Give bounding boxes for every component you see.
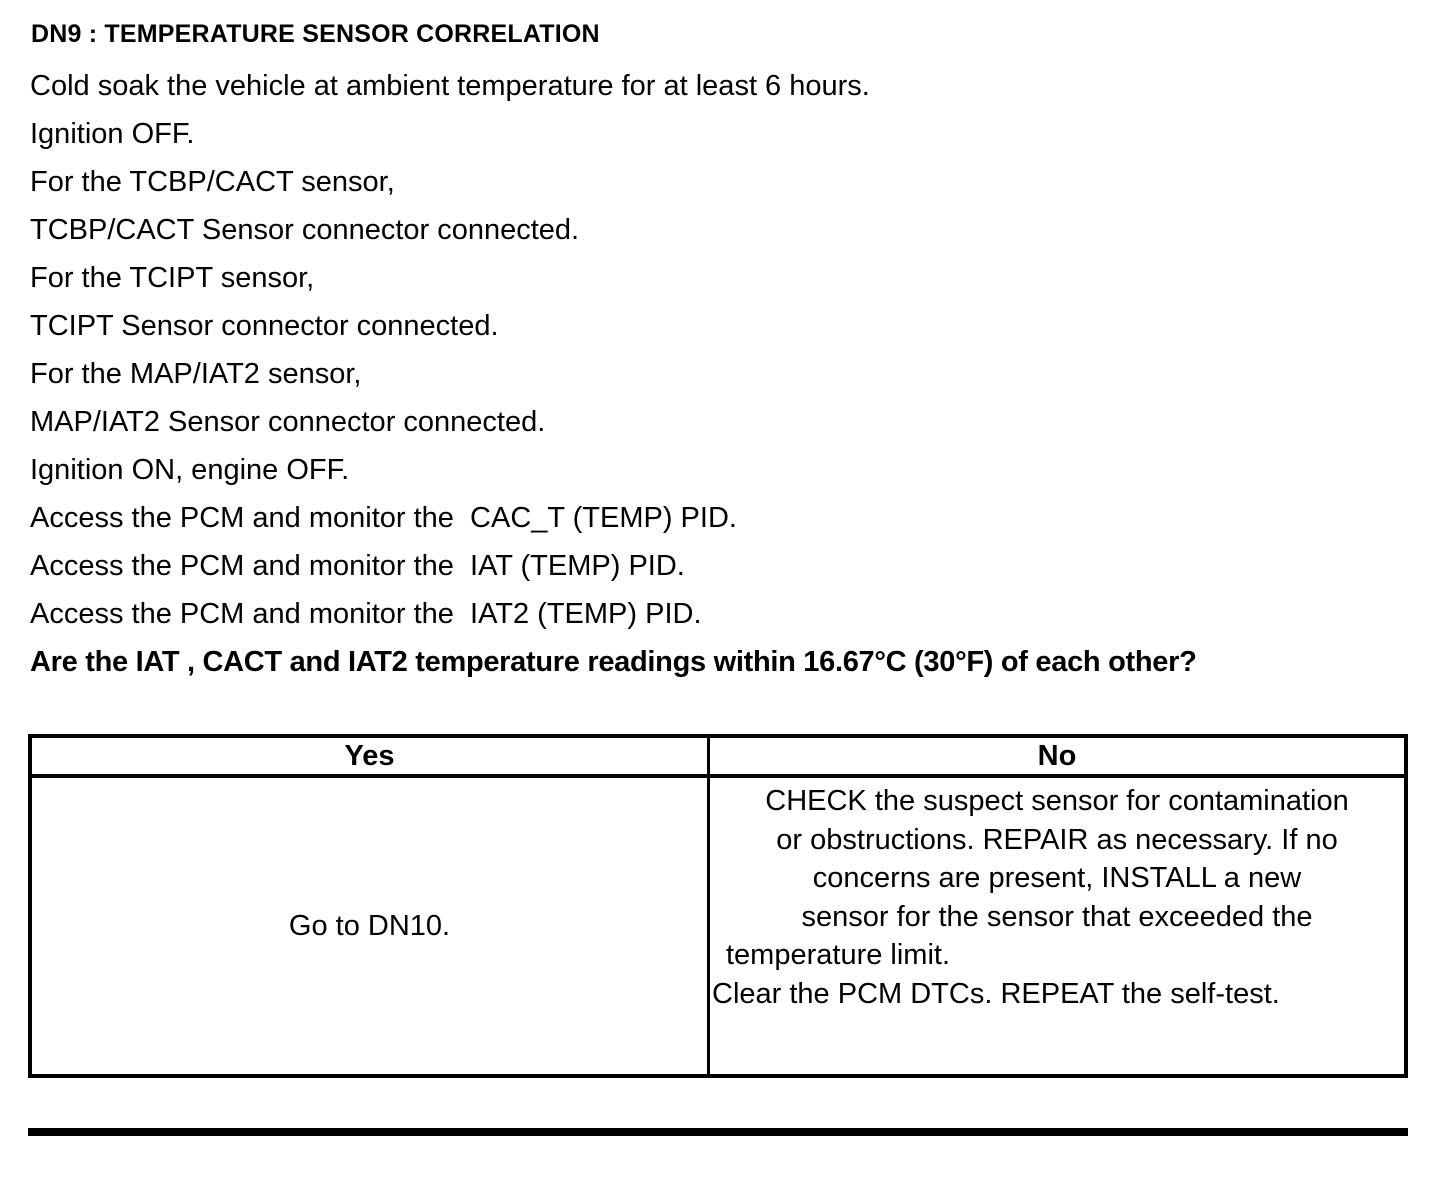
- instruction-line: For the TCIPT sensor,: [30, 262, 315, 294]
- horizontal-divider: [28, 1128, 1408, 1136]
- instruction-line: TCIPT Sensor connector connected.: [30, 310, 499, 342]
- no-action-line: Clear the PCM DTCs. REPEAT the self-test…: [712, 977, 1280, 1010]
- diagnostic-question: Are the IAT , CACT and IAT2 temperature …: [30, 646, 1197, 678]
- instruction-line: Access the PCM and monitor the CAC_T (TE…: [30, 502, 737, 534]
- no-action-cell: CHECK the suspect sensor for contaminati…: [710, 778, 1404, 1074]
- table-header-no: No: [710, 738, 1404, 778]
- instruction-line: TCBP/CACT Sensor connector connected.: [30, 214, 580, 246]
- no-action-line: sensor for the sensor that exceeded the: [801, 900, 1313, 933]
- no-action-line: concerns are present, INSTALL a new: [812, 862, 1302, 894]
- yes-action-cell: Go to DN10.: [32, 778, 710, 1074]
- instruction-line: For the TCBP/CACT sensor,: [30, 166, 395, 198]
- decision-table: Yes No Go to DN10. CHECK the suspect sen…: [28, 734, 1408, 1078]
- page-title: DN9 : TEMPERATURE SENSOR CORRELATION: [31, 20, 600, 48]
- no-action-line: CHECK the suspect sensor for contaminati…: [765, 785, 1349, 817]
- no-action-line: or obstructions. REPAIR as necessary. If…: [776, 823, 1338, 856]
- instruction-line: Cold soak the vehicle at ambient tempera…: [30, 70, 870, 102]
- instruction-line: Ignition ON, engine OFF.: [30, 454, 350, 486]
- table-header-yes: Yes: [32, 738, 710, 778]
- instruction-line: For the MAP/IAT2 sensor,: [30, 358, 362, 390]
- no-action-line: temperature limit.: [726, 939, 951, 971]
- instruction-line: Access the PCM and monitor the IAT (TEMP…: [30, 550, 685, 582]
- instruction-line: MAP/IAT2 Sensor connector connected.: [30, 406, 546, 438]
- instruction-line: Ignition OFF.: [30, 118, 195, 150]
- instruction-list: Cold soak the vehicle at ambient tempera…: [30, 62, 1430, 686]
- instruction-line: Access the PCM and monitor the IAT2 (TEM…: [30, 598, 702, 630]
